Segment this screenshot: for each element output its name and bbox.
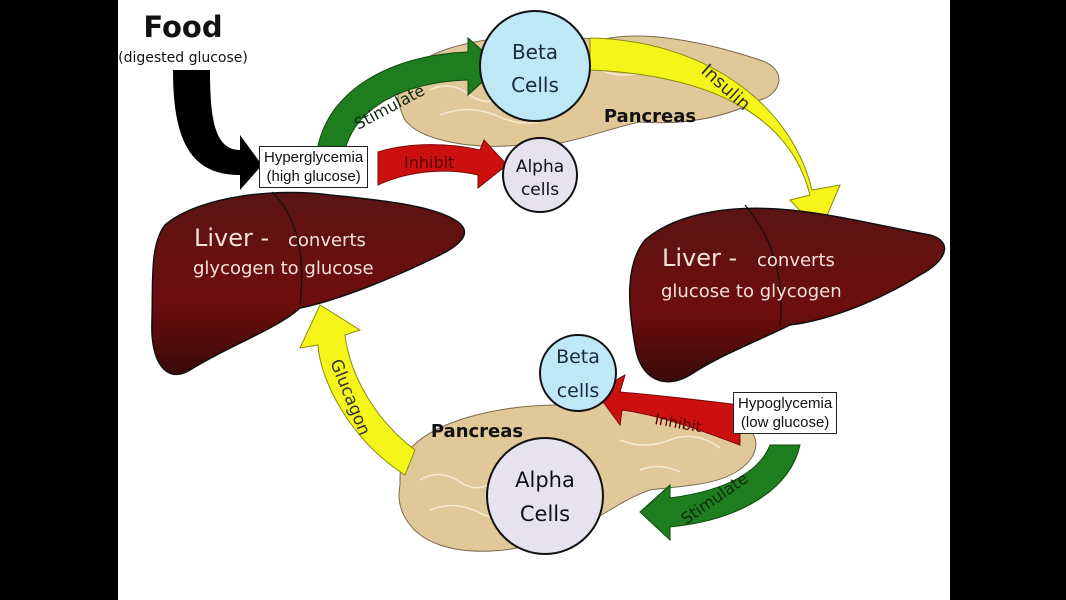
liver-right-lobe-line xyxy=(744,204,782,326)
pancreas-bottom-texture xyxy=(419,435,721,519)
food-sublabel: (digested glucose) xyxy=(118,50,248,66)
food-arrow-icon xyxy=(173,70,262,190)
liver-right-line2: glucose to glycogen xyxy=(661,281,842,302)
beta-cells-bottom xyxy=(539,334,617,412)
liver-left-title: Liver - xyxy=(194,224,269,252)
hyperglycemia-line2: (high glucose) xyxy=(266,168,361,185)
glucagon-arrow xyxy=(299,304,416,476)
inhibit-arrow-bottom xyxy=(595,373,741,446)
beta-cells-bottom-line2: cells xyxy=(557,380,600,402)
alpha-cells-top-line1: Alpha xyxy=(516,157,564,177)
liver-right-line1: converts xyxy=(757,250,835,271)
liver-left xyxy=(151,191,466,376)
liver-left-line1: converts xyxy=(288,230,366,251)
hypoglycemia-line1: Hypoglycemia xyxy=(738,395,833,412)
pancreas-bottom-label: Pancreas xyxy=(431,421,523,442)
liver-right-title: Liver - xyxy=(662,244,737,272)
alpha-cells-top-line2: cells xyxy=(521,180,559,200)
inhibit-top-label: Inhibit xyxy=(404,153,454,172)
alpha-cells-bottom-line1: Alpha xyxy=(515,468,575,492)
diagram-svg: Food (digested glucose) Beta Cells Alpha… xyxy=(118,10,946,555)
liver-left-lobe-line xyxy=(271,191,303,306)
alpha-cells-bottom xyxy=(486,437,604,555)
liver-right xyxy=(628,207,946,383)
beta-cells-top-line1: Beta xyxy=(512,40,558,64)
food-label: Food xyxy=(143,10,222,44)
hyperglycemia-box: Hyperglycemia (high glucose) xyxy=(259,146,369,188)
pancreas-top-label: Pancreas xyxy=(604,106,696,127)
hypoglycemia-box: Hypoglycemia (low glucose) xyxy=(733,392,838,434)
alpha-cells-top xyxy=(502,137,578,213)
beta-cells-top-line2: Cells xyxy=(511,73,559,97)
hyperglycemia-line1: Hyperglycemia xyxy=(264,149,364,166)
liver-left-line2: glycogen to glucose xyxy=(193,258,374,279)
stimulate-arrow-bottom xyxy=(639,444,801,542)
inhibit-arrow-top xyxy=(377,139,508,190)
hypoglycemia-line2: (low glucose) xyxy=(740,414,830,431)
beta-cells-bottom-line1: Beta xyxy=(556,346,600,368)
alpha-cells-bottom-line2: Cells xyxy=(520,502,570,526)
diagram-canvas: Food (digested glucose) Beta Cells Alpha… xyxy=(118,0,950,600)
beta-cells-top xyxy=(479,10,591,122)
